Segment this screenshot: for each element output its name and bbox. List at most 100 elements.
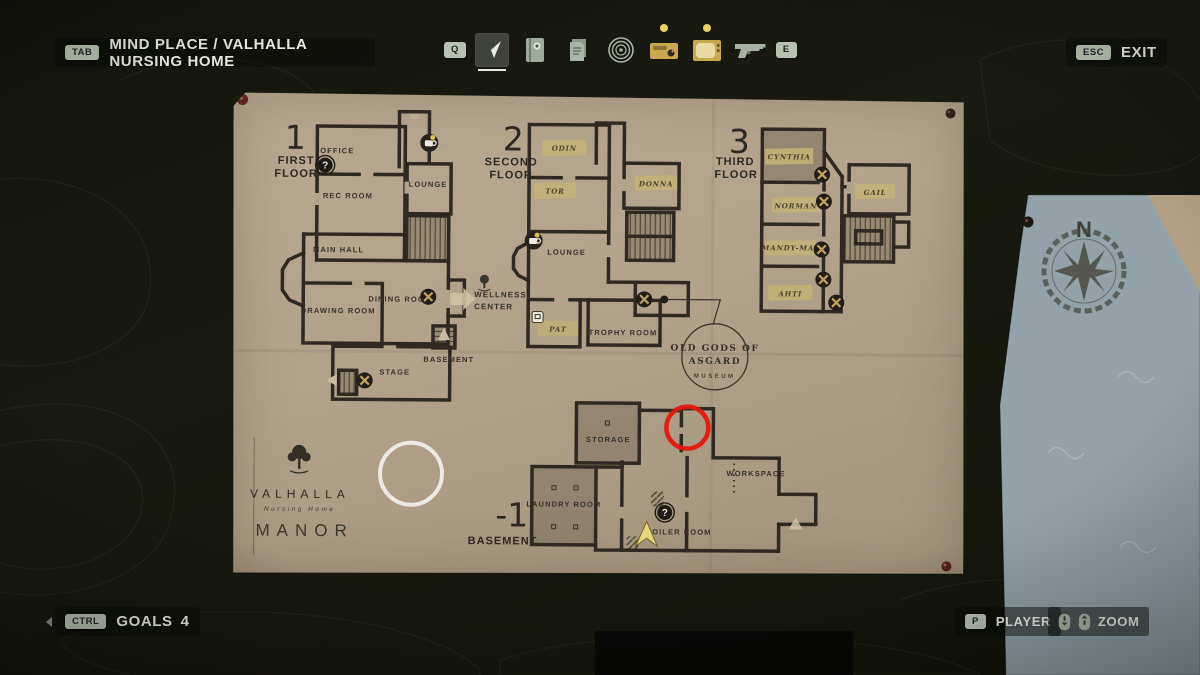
p-key-chip: P xyxy=(965,613,986,630)
shaded-room xyxy=(576,403,639,463)
museum-stamp: OLD GODS OF ASGARD MUSEUM xyxy=(668,299,760,390)
coffee-icon xyxy=(525,231,543,249)
room-label: LAUNDRY ROOM xyxy=(526,500,601,510)
tab-map-tool[interactable] xyxy=(474,33,509,71)
plaque-label: TOR xyxy=(545,187,565,196)
logo-rule xyxy=(253,438,254,555)
basement-number: -1 xyxy=(495,495,528,534)
vent-marks xyxy=(552,421,610,529)
plaque-label: CYNTHIA xyxy=(768,152,811,161)
floor1-number: 1 xyxy=(285,118,306,157)
goals-collapse-arrow-icon xyxy=(46,617,52,627)
exit-up-arrow-icon xyxy=(789,517,803,529)
tree-logo-icon xyxy=(288,445,311,473)
goals-button[interactable]: CTRL GOALS 4 xyxy=(55,607,200,636)
gun-icon xyxy=(734,44,766,58)
gear-icon xyxy=(814,241,830,257)
tab-case-journal[interactable] xyxy=(518,33,552,67)
plaque-label: MANDY-MAY xyxy=(761,243,820,252)
exit-button[interactable]: ESC EXIT xyxy=(1066,38,1167,67)
tab-weapon[interactable] xyxy=(733,33,767,67)
room-label: MAIN HALL xyxy=(313,245,364,254)
player-button[interactable]: P PLAYER xyxy=(955,607,1061,636)
desk-shadow-block xyxy=(595,631,853,675)
shaded-room xyxy=(532,467,597,545)
question-icon xyxy=(316,156,335,175)
wellness-center-pointer: WELLNESS CENTER xyxy=(450,274,527,311)
tool-tabs-bar: Q xyxy=(444,24,797,71)
valhalla-logo: VALHALLA Nursing Home MANOR xyxy=(250,438,355,556)
gear-icon xyxy=(815,272,831,288)
gear-icon xyxy=(814,167,830,183)
name-plaque xyxy=(635,175,677,190)
echoes-icon xyxy=(608,37,634,63)
room-label: REC ROOM xyxy=(323,191,373,200)
plaque-label: GAIL xyxy=(864,188,887,197)
stairs-up-arrow-icon xyxy=(438,328,450,340)
right-arrow-icon xyxy=(450,288,475,310)
floor3-name: FLOOR xyxy=(714,169,758,181)
tab-tv[interactable] xyxy=(690,24,724,67)
stairs xyxy=(407,216,449,261)
tree-small-icon xyxy=(478,275,490,291)
goals-label: GOALS xyxy=(116,613,173,630)
mouse-scroll-up-icon xyxy=(1078,613,1091,630)
museum-label: OLD GODS OF xyxy=(670,344,759,355)
logo-type: MANOR xyxy=(255,521,353,541)
q-key-chip: Q xyxy=(444,42,466,58)
sea-chart-paper: N xyxy=(999,194,1200,675)
name-plaque xyxy=(855,184,895,199)
hatch-area xyxy=(651,491,664,506)
push-pin xyxy=(1022,216,1034,228)
tab-key-chip: TAB xyxy=(65,44,100,61)
logo-name: VALHALLA xyxy=(250,487,350,502)
tab-radio[interactable] xyxy=(647,24,681,67)
stage-stairs xyxy=(339,370,357,394)
manuscript-icon xyxy=(569,39,586,61)
tab-manuscript[interactable] xyxy=(561,33,595,67)
plaque-label: DONNA xyxy=(638,179,673,188)
sea-chart-corner xyxy=(1148,195,1200,293)
stairs-label: BASEMENT xyxy=(423,355,474,364)
tab-echoes[interactable] xyxy=(604,33,638,67)
room-label: DRAWING ROOM xyxy=(301,306,376,316)
plaque-label: PAT xyxy=(548,325,566,334)
compass-rose-icon xyxy=(1041,228,1127,314)
wellness-label: WELLNESS xyxy=(474,290,527,299)
goals-count: 4 xyxy=(180,613,190,630)
basement-name: BASEMENT xyxy=(468,535,538,547)
room-label: BOILER ROOM xyxy=(646,527,712,536)
coffee-icon xyxy=(420,134,438,152)
floor3-name: THIRD xyxy=(716,156,755,168)
name-plaque xyxy=(768,285,812,301)
name-plaque xyxy=(765,148,813,165)
entry-door-arrow-icon xyxy=(408,114,420,122)
plaque-label: NORMAN xyxy=(774,201,818,210)
gear-icon xyxy=(828,295,844,311)
name-plaque xyxy=(765,240,817,256)
exit-label: EXIT xyxy=(1121,44,1157,61)
wellness-label: CENTER xyxy=(474,302,513,311)
paper-fold xyxy=(232,350,965,355)
gear-icon xyxy=(357,372,373,388)
room-label: OFFICE xyxy=(320,146,354,155)
room-label: STAGE xyxy=(379,367,410,376)
floor1-plan: 1 FIRST FLOOR xyxy=(273,111,476,400)
page-title: MIND PLACE / VALHALLA NURSING HOME xyxy=(109,35,307,70)
room-label: LOUNGE xyxy=(409,180,448,189)
esc-key-chip: ESC xyxy=(1076,44,1112,61)
e-key-chip: E xyxy=(775,42,797,58)
floor3-plan: 3 THIRD FLOOR CYNTHIA NORMAN MANDY-MAY xyxy=(713,122,909,312)
stairs-left-arrow-icon xyxy=(327,374,337,386)
floor1-name: FLOOR xyxy=(274,168,318,180)
mouse-scroll-down-icon xyxy=(1058,613,1071,630)
stairs xyxy=(844,216,894,262)
zoom-control[interactable]: ZOOM xyxy=(1048,607,1150,636)
room-label: TROPHY ROOM xyxy=(589,328,658,337)
floor2-name: FLOOR xyxy=(489,169,533,181)
room-label: LOUNGE xyxy=(547,248,586,257)
notification-dot xyxy=(702,24,711,32)
logo-subtitle: Nursing Home xyxy=(264,506,336,513)
journal-icon xyxy=(525,38,544,62)
nursing-home-map-paper[interactable]: ? 1 FIRST FLOOR xyxy=(230,92,966,577)
